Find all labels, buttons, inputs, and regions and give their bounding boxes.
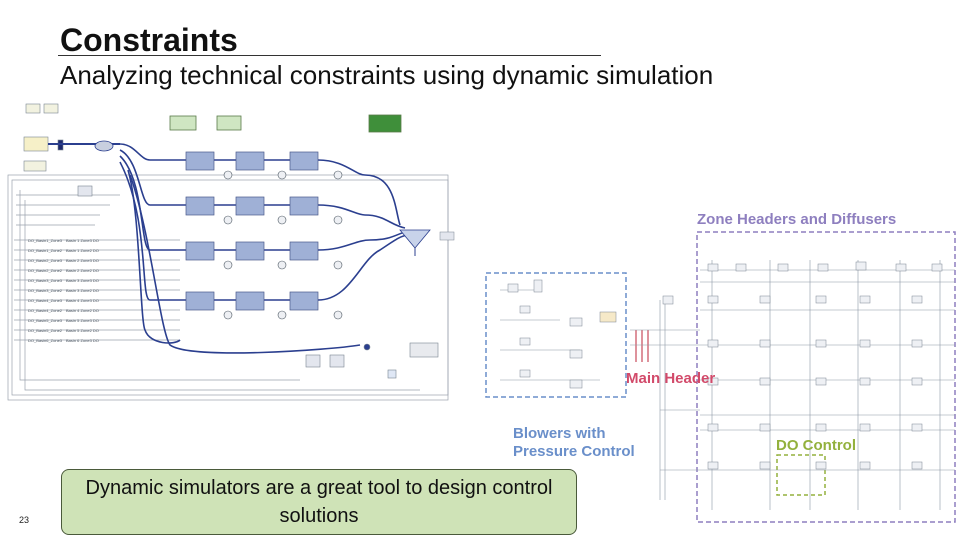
svg-text:Basin 1 Zone2 DO: Basin 1 Zone2 DO <box>66 248 99 253</box>
slide-title: Constraints <box>60 22 238 58</box>
process-model-schematic: DO_Basin1_Zone3 DO_Basin1_Zone2 DO_Basin… <box>7 103 455 401</box>
svg-text:DO_Basin3_Zone3: DO_Basin3_Zone3 <box>28 278 63 283</box>
aeration-system-schematic <box>485 231 956 523</box>
slide-subtitle: Analyzing technical constraints using dy… <box>60 60 714 90</box>
do-control-label: DO Control <box>776 437 856 454</box>
svg-text:DO_Basin1_Zone2: DO_Basin1_Zone2 <box>28 248 63 253</box>
blowers-label: Blowers with Pressure Control <box>513 425 635 460</box>
svg-text:Basin 3 Zone3 DO: Basin 3 Zone3 DO <box>66 278 99 283</box>
svg-text:Basin 4 Zone3 DO: Basin 4 Zone3 DO <box>66 298 99 303</box>
svg-text:DO_Basin4_Zone2: DO_Basin4_Zone2 <box>28 308 63 313</box>
main-header-label: Main Header <box>626 370 716 387</box>
svg-text:DO_Basin3_Zone2: DO_Basin3_Zone2 <box>28 288 63 293</box>
page-number: 23 <box>19 515 30 525</box>
svg-text:Basin 5 Zone2 DO: Basin 5 Zone2 DO <box>66 328 99 333</box>
svg-text:DO_Basin2_Zone2: DO_Basin2_Zone2 <box>28 268 63 273</box>
svg-text:Basin 2 Zone2 DO: Basin 2 Zone2 DO <box>66 268 99 273</box>
svg-text:DO_Basin4_Zone3: DO_Basin4_Zone3 <box>28 298 63 303</box>
title-underline <box>58 55 601 56</box>
svg-text:DO_Basin1_Zone3: DO_Basin1_Zone3 <box>28 238 63 243</box>
callout-box: Dynamic simulators are a great tool to d… <box>61 469 577 535</box>
svg-text:Basin 6 Zone3 DO: Basin 6 Zone3 DO <box>66 338 99 343</box>
svg-text:DO_Basin5_Zone3: DO_Basin5_Zone3 <box>28 318 63 323</box>
svg-text:DO_Basin2_Zone3: DO_Basin2_Zone3 <box>28 258 63 263</box>
svg-text:Basin 4 Zone2 DO: Basin 4 Zone2 DO <box>66 308 99 313</box>
svg-text:Basin 5 Zone3 DO: Basin 5 Zone3 DO <box>66 318 99 323</box>
svg-text:Basin 1 Zone3 DO: Basin 1 Zone3 DO <box>66 238 99 243</box>
svg-text:DO_Basin5_Zone2: DO_Basin5_Zone2 <box>28 328 63 333</box>
svg-text:Basin 2 Zone3 DO: Basin 2 Zone3 DO <box>66 258 99 263</box>
zone-headers-label: Zone Headers and Diffusers <box>697 211 897 228</box>
svg-text:Basin 3 Zone2 DO: Basin 3 Zone2 DO <box>66 288 99 293</box>
svg-text:DO_Basin6_Zone3: DO_Basin6_Zone3 <box>28 338 63 343</box>
